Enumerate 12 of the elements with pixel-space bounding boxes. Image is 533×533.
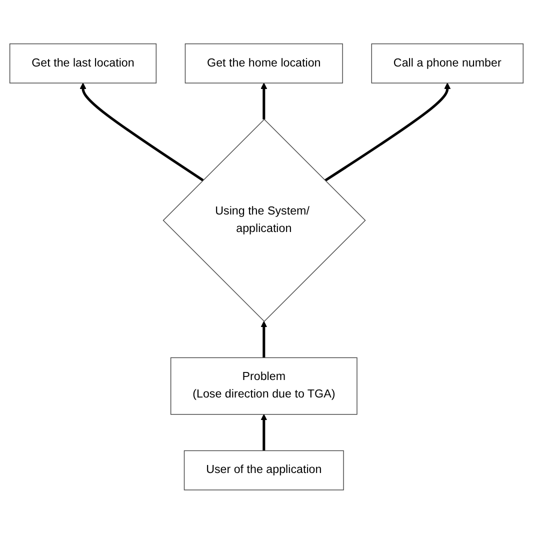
flowchart: Get the last location Get the home location Using the System/ application Call a phone number Problem (Lose direction due to TGA) User of the application — [4, 38, 529, 496]
node-box — [184, 43, 343, 84]
node-diamond — [162, 118, 366, 322]
arrow — [80, 82, 204, 181]
node-box — [184, 450, 344, 490]
arrow — [260, 320, 268, 358]
node-box — [170, 356, 358, 414]
node-box — [9, 43, 157, 84]
arrow — [260, 82, 268, 119]
node-box — [371, 43, 524, 84]
arrow — [260, 414, 268, 450]
arrow — [324, 82, 451, 182]
